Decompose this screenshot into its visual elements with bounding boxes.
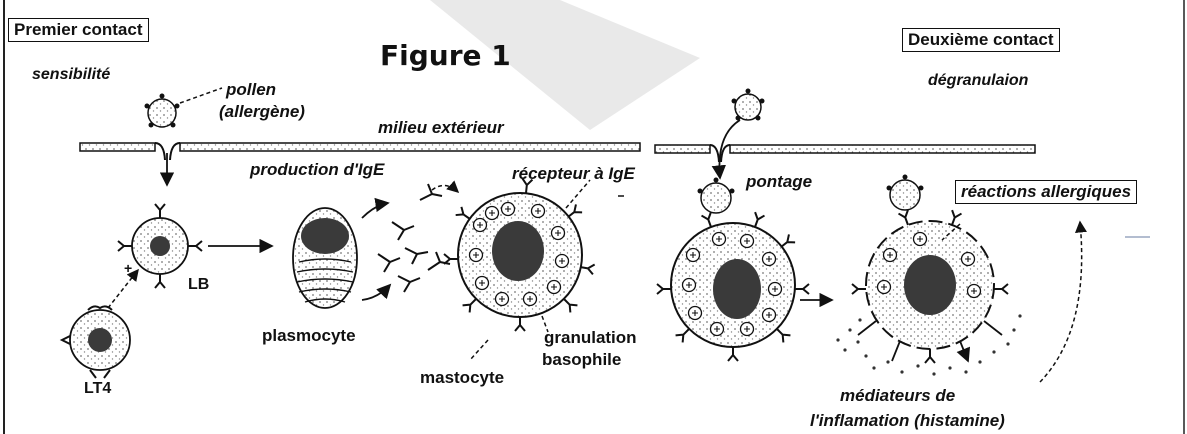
mastocyte-label: mastocyte — [420, 368, 504, 388]
mediators-label: médiateurs de — [840, 386, 955, 406]
basophile-label: basophile — [542, 350, 621, 370]
allergen-label: (allergène) — [219, 102, 305, 122]
lt4-cell — [62, 306, 130, 378]
plasmocyte-arrow-down — [362, 285, 390, 300]
plasmocyte-arrow-up — [362, 203, 388, 218]
membrane-right — [655, 145, 1035, 162]
ige-production-label: production d'IgE — [250, 160, 384, 180]
reaction-pointer — [1040, 222, 1082, 382]
plus-sign: + — [124, 260, 132, 276]
ige-receptor-label: récepteur à IgE — [512, 164, 635, 184]
outside-medium-label: milieu extérieur — [378, 118, 504, 138]
pollen-grain-3 — [698, 178, 735, 214]
pollen-grain-4 — [887, 175, 924, 211]
lb-label: LB — [188, 276, 209, 294]
mastocyte-cell-2 — [657, 212, 809, 361]
ige-receptor-pointer — [566, 180, 590, 208]
degranulation-label: dégranulaion — [928, 72, 1028, 90]
first-contact-label: Premier contact — [8, 18, 149, 42]
mastocyte-cell-3 — [852, 210, 1008, 363]
inflammation-label: l'inflamation (histamine) — [810, 411, 1005, 431]
membrane-left — [80, 143, 640, 160]
granulation-label: granulation — [544, 328, 637, 348]
lt4-label: LT4 — [84, 380, 111, 398]
sensitization-label: sensibilité — [32, 66, 110, 84]
figure-title: Figure 1 — [380, 40, 511, 72]
pollen-label: pollen — [226, 80, 276, 100]
pollen-grain-2 — [732, 89, 765, 121]
bridging-label: pontage — [746, 172, 812, 192]
lt4-to-lb-arrow — [108, 270, 138, 308]
pollen-grain-1 — [145, 94, 180, 128]
mastocyte-pointer — [470, 340, 488, 360]
ige-binding-pointer — [432, 185, 458, 192]
plasmocyte-cell — [293, 208, 357, 308]
pollen-pointer — [180, 88, 222, 103]
plasmocyte-label: plasmocyte — [262, 326, 356, 346]
free-ige-antibodies — [378, 184, 450, 292]
allergic-reactions-label: réactions allergiques — [955, 180, 1137, 204]
second-contact-label: Deuxième contact — [902, 28, 1060, 52]
